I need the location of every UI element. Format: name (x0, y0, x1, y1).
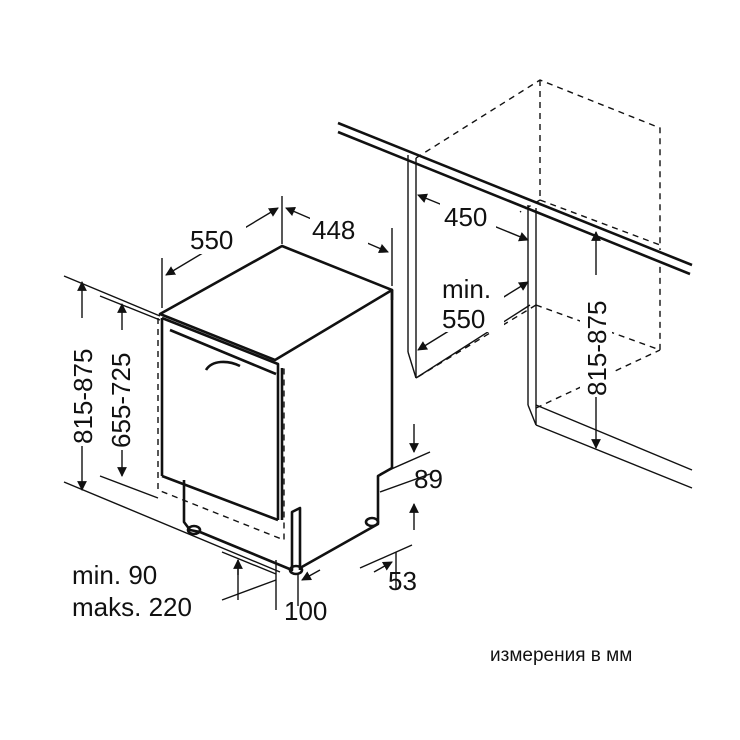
foot-front-left (186, 524, 202, 536)
plinth-outline (182, 480, 302, 572)
dim-height-left-label: 815-875 (68, 349, 98, 444)
ext-plinth-a (221, 551, 277, 575)
dim-plinth-min-label: min. 90 (72, 560, 157, 590)
dim-plinth-max-label: maks. 220 (72, 592, 192, 622)
ext-door-top (99, 295, 161, 321)
floor-line-right (535, 404, 693, 471)
dishwasher-front-bottom (161, 474, 279, 522)
dishwasher-drawing: 550 448 815-875 655-725 89 53 100 (63, 196, 443, 626)
dim-448-label: 448 (312, 215, 355, 245)
cabinet-mid-edge-2 (519, 199, 541, 213)
dim-53-label: 53 (388, 566, 417, 596)
niche-drawing: 450 min. 550 815-875 (337, 79, 693, 489)
ext-89-top (379, 451, 431, 475)
countertop-line-bottom (337, 130, 691, 276)
foot-front-right (288, 564, 304, 576)
dim-550-label: 550 (190, 225, 233, 255)
dishwasher-side (299, 290, 394, 570)
niche-right-wall-bottom (527, 404, 537, 426)
niche-left-wall-bottom (407, 351, 417, 379)
cabinet-bottom-outline (535, 262, 661, 351)
units-note: измерения в мм (490, 645, 632, 666)
dim-100-label: 100 (284, 596, 327, 626)
ext-plinth-b (221, 579, 277, 601)
dim-89-label: 89 (414, 464, 443, 494)
countertop-line-top (337, 121, 693, 267)
dim-min-label: min. (442, 274, 491, 304)
dim-100-arrow (301, 569, 321, 581)
floor-line-left-lower (63, 481, 281, 573)
dishwasher-front (161, 316, 280, 520)
ext-89-bottom (379, 473, 431, 493)
door-handle-recess (169, 328, 277, 376)
floor-line-right-2 (535, 424, 693, 489)
cabinet-top-outline (415, 79, 661, 250)
floor-line-left-upper (63, 275, 161, 317)
door-handle-icon (204, 360, 241, 371)
dim-height-right-label: 815-875 (582, 301, 612, 396)
dim-53-arrow (373, 561, 393, 573)
foot-back-right (364, 516, 380, 528)
dim-min550-label: 550 (442, 304, 485, 334)
ext-door-bottom (99, 475, 159, 499)
ext-53-a (359, 544, 413, 569)
dim-450-label: 450 (444, 202, 487, 232)
dim-door-label: 655-725 (106, 353, 136, 448)
dishwasher-top (158, 244, 394, 362)
